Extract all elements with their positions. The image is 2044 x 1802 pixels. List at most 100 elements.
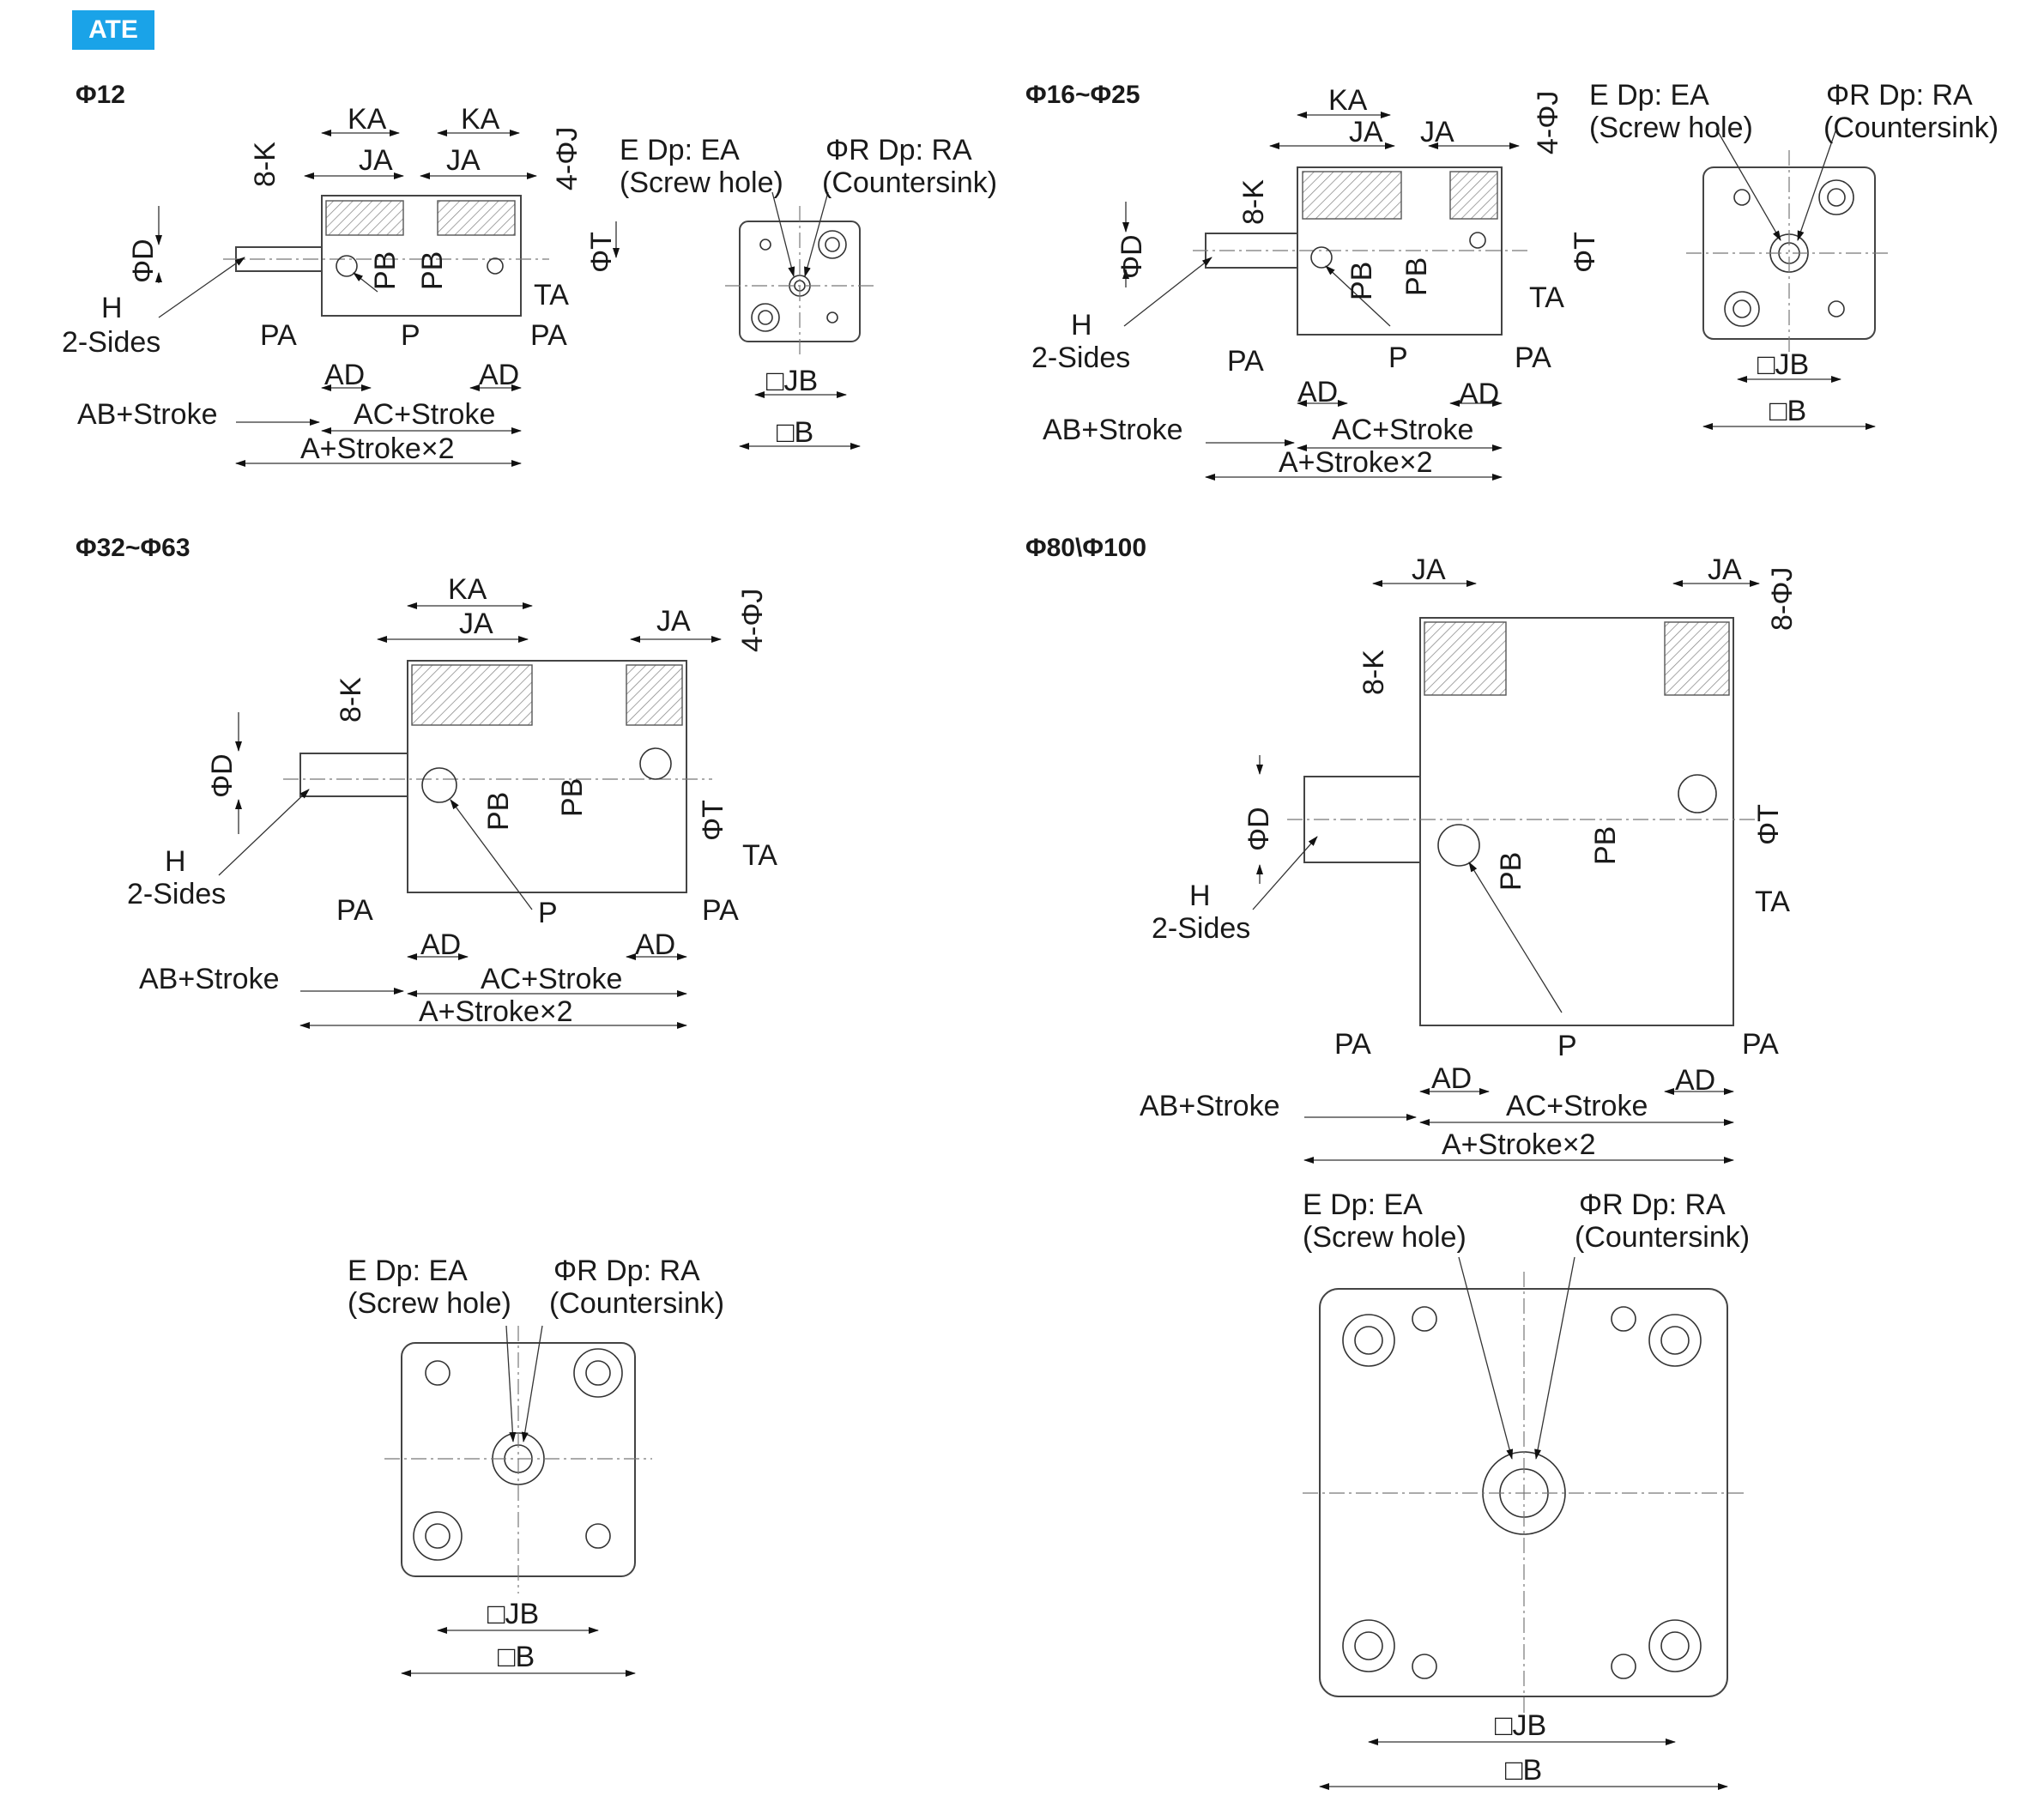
phi32-ad-left: AD	[420, 928, 461, 961]
phi12-ad-right: AD	[479, 359, 519, 391]
phi80-ab-stroke: AB+Stroke	[1140, 1090, 1279, 1122]
phi32-d: ΦD	[206, 753, 239, 798]
phi12-t: ΦT	[585, 232, 618, 273]
phi80-t: ΦT	[1752, 804, 1785, 845]
header-phi32-63: Φ32~Φ63	[76, 534, 190, 562]
phi12-d: ΦD	[127, 239, 160, 283]
phi16-ja-left: JA	[1349, 116, 1383, 148]
phi12-jb: □JB	[766, 365, 818, 397]
phi12-p: P	[401, 319, 420, 352]
header-phi16-25: Φ16~Φ25	[1025, 81, 1140, 109]
phi32-ka: KA	[448, 573, 487, 606]
phi80-100-end-view	[1303, 1256, 1745, 1790]
phi16-r-dp: ΦR Dp: RA	[1826, 79, 1973, 112]
phi80-100-side-view	[1252, 580, 1760, 1164]
phi16-25-side-view	[1122, 112, 1527, 481]
phi12-a-stroke: A+Stroke×2	[300, 432, 455, 465]
phi80-r-dp: ΦR Dp: RA	[1579, 1188, 1726, 1221]
phi32-r-dp: ΦR Dp: RA	[553, 1255, 700, 1287]
phi80-pa-right: PA	[1742, 1028, 1779, 1061]
phi32-pa-left: PA	[336, 894, 373, 927]
phi12-ab-stroke: AB+Stroke	[77, 398, 217, 431]
phi32-countersink: (Countersink)	[549, 1287, 724, 1320]
phi80-a-stroke: A+Stroke×2	[1442, 1128, 1596, 1161]
phi32-t: ΦT	[697, 800, 729, 841]
phi32-ac-stroke: AC+Stroke	[481, 963, 622, 995]
phi80-2sides: 2-Sides	[1152, 912, 1250, 945]
phi16-ad-right: AD	[1459, 378, 1499, 410]
phi12-ja-right: JA	[446, 144, 481, 177]
phi16-ab-stroke: AB+Stroke	[1043, 414, 1182, 446]
phi80-pb-right: PB	[1589, 826, 1622, 865]
phi16-screw-hole: (Screw hole)	[1589, 112, 1753, 144]
phi32-h: H	[165, 845, 186, 878]
phi16-8k: 8-K	[1237, 179, 1270, 225]
phi12-end-view	[725, 191, 874, 450]
phi32-ad-right: AD	[635, 928, 675, 961]
phi80-d: ΦD	[1243, 807, 1275, 851]
phi80-ad-right: AD	[1675, 1064, 1715, 1097]
phi32-8k: 8-K	[335, 677, 367, 723]
phi16-25-end-view	[1686, 128, 1892, 430]
phi32-pb-right: PB	[556, 778, 589, 817]
phi32-ta: TA	[742, 839, 777, 872]
phi32-63-end-view	[384, 1325, 652, 1677]
phi80-8j: 8-ΦJ	[1766, 567, 1799, 631]
header-phi80-100: Φ80\Φ100	[1025, 534, 1146, 562]
phi32-ja-right: JA	[656, 605, 691, 638]
phi80-8k: 8-K	[1358, 650, 1390, 695]
phi80-ja-left: JA	[1412, 553, 1446, 586]
phi32-pb-left: PB	[482, 792, 515, 831]
phi80-ac-stroke: AC+Stroke	[1506, 1090, 1648, 1122]
phi16-ta: TA	[1529, 281, 1564, 314]
phi16-pb-right: PB	[1400, 257, 1433, 296]
phi16-pb-left: PB	[1346, 262, 1378, 300]
phi32-b: □B	[498, 1641, 535, 1673]
phi12-screw-hole: (Screw hole)	[620, 166, 783, 199]
phi80-h: H	[1189, 880, 1211, 912]
phi32-a-stroke: A+Stroke×2	[419, 995, 573, 1028]
phi80-p: P	[1557, 1030, 1577, 1062]
phi80-ad-left: AD	[1431, 1062, 1472, 1095]
phi12-ja-left: JA	[359, 144, 393, 177]
phi12-e-dp: E Dp: EA	[620, 134, 740, 166]
phi16-4j: 4-ΦJ	[1532, 91, 1564, 154]
phi12-4j: 4-ΦJ	[551, 127, 584, 190]
phi16-t: ΦT	[1569, 232, 1601, 273]
phi32-jb: □JB	[487, 1598, 539, 1630]
phi32-ab-stroke: AB+Stroke	[139, 963, 279, 995]
phi12-r-dp: ΦR Dp: RA	[825, 134, 972, 166]
phi16-ja-right: JA	[1420, 116, 1454, 148]
phi16-countersink: (Countersink)	[1823, 112, 1999, 144]
phi32-screw-hole: (Screw hole)	[348, 1287, 511, 1320]
phi32-ja-left: JA	[459, 608, 493, 640]
phi16-e-dp: E Dp: EA	[1589, 79, 1709, 112]
phi80-jb: □JB	[1495, 1709, 1546, 1742]
phi16-b: □B	[1769, 395, 1806, 427]
phi32-e-dp: E Dp: EA	[348, 1255, 468, 1287]
header-phi12: Φ12	[76, 81, 125, 109]
phi12-pb-right: PB	[416, 251, 449, 290]
phi80-e-dp: E Dp: EA	[1303, 1188, 1423, 1221]
phi80-pb-left: PB	[1495, 852, 1527, 891]
phi16-ka: KA	[1328, 84, 1368, 117]
phi80-pa-left: PA	[1334, 1028, 1371, 1061]
phi12-ad-left: AD	[324, 359, 365, 391]
series-badge: ATE	[72, 10, 154, 50]
phi12-countersink: (Countersink)	[822, 166, 997, 199]
phi16-2sides: 2-Sides	[1031, 342, 1130, 374]
phi12-h: H	[101, 292, 123, 324]
phi32-pa-right: PA	[702, 894, 739, 927]
phi12-2sides: 2-Sides	[62, 326, 160, 359]
phi16-jb: □JB	[1757, 348, 1809, 381]
phi12-8k: 8-K	[249, 142, 281, 187]
phi16-pa-left: PA	[1227, 345, 1264, 378]
phi80-screw-hole: (Screw hole)	[1303, 1221, 1466, 1254]
phi12-ka-left: KA	[348, 103, 387, 136]
phi12-side-view	[155, 130, 620, 467]
phi16-a-stroke: A+Stroke×2	[1279, 446, 1433, 479]
phi12-ka-right: KA	[461, 103, 500, 136]
phi16-p: P	[1388, 342, 1408, 374]
phi80-ta: TA	[1755, 886, 1790, 918]
